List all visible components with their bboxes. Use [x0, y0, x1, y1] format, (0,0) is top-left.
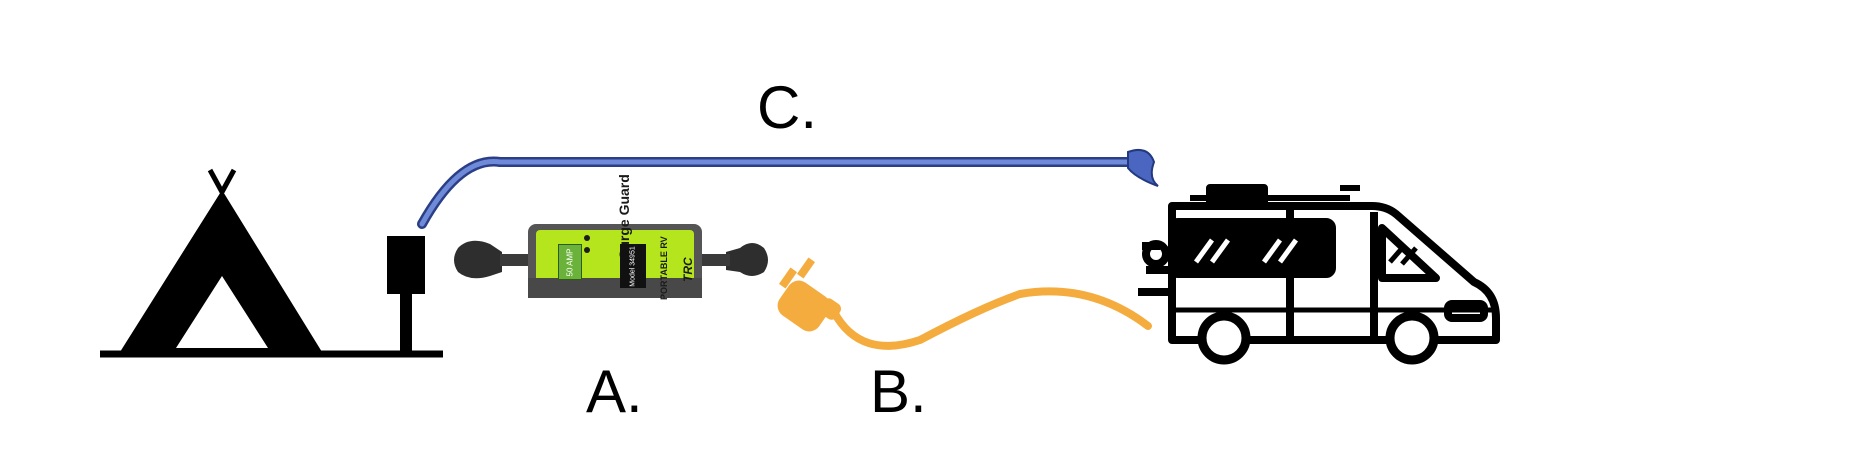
blue-cable-c [417, 149, 1159, 229]
rv-wheels [1197, 311, 1439, 365]
amperage-badge: 50 AMP [558, 244, 582, 280]
logo-text: TRC [681, 257, 695, 282]
label-a: A. [586, 358, 643, 425]
model-display: Model 34951 [620, 244, 646, 288]
subtitle-text: PORTABLE RV [659, 236, 669, 300]
rv-front-window-stripes [1388, 244, 1418, 266]
indicator-light [584, 247, 590, 253]
tent-icon [120, 168, 322, 352]
surge-protector-icon [454, 224, 768, 298]
label-c: C. [757, 74, 817, 141]
orange-cord-b [777, 257, 1152, 350]
power-pedestal-icon [387, 236, 425, 354]
label-b: B. [870, 358, 927, 425]
rv-window-stripes [1193, 238, 1299, 264]
indicator-light [584, 235, 590, 241]
plug-icon [777, 257, 841, 332]
rv-van-icon [1138, 184, 1500, 344]
arrow-icon [1127, 149, 1159, 187]
